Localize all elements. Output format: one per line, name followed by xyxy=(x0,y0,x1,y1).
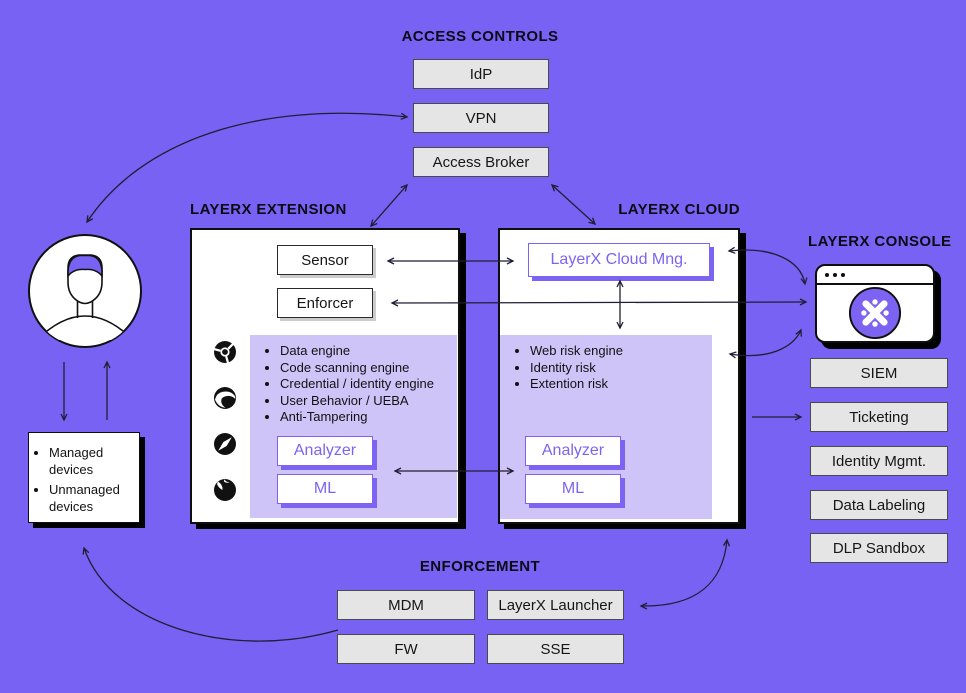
extension-engines-list: Data engine Code scanning engine Credent… xyxy=(264,343,470,426)
firefox-icon xyxy=(214,479,236,501)
node-access-broker: Access Broker xyxy=(413,147,549,177)
console-body xyxy=(817,285,933,341)
node-data-labeling: Data Labeling xyxy=(810,490,948,520)
access-controls-title: ACCESS CONTROLS xyxy=(401,28,559,45)
node-identity-mgmt: Identity Mgmt. xyxy=(810,446,948,476)
node-layerx-launcher: LayerX Launcher xyxy=(487,590,624,620)
extension-title: LAYERX EXTENSION xyxy=(190,201,347,218)
engine-item: Anti-Tampering xyxy=(280,409,470,426)
enforcement-title: ENFORCEMENT xyxy=(419,558,541,575)
node-mdm: MDM xyxy=(337,590,475,620)
node-extension-ml: ML xyxy=(277,474,373,504)
layerx-logo-icon xyxy=(848,286,902,340)
node-sse: SSE xyxy=(487,634,624,664)
window-dot-icon xyxy=(833,272,837,277)
window-dot-icon xyxy=(825,272,829,277)
user-avatar-icon xyxy=(28,234,142,348)
window-dot-icon xyxy=(841,272,845,277)
risk-item: Identity risk xyxy=(530,360,720,377)
node-ticketing: Ticketing xyxy=(810,402,948,432)
engine-item: User Behavior / UEBA xyxy=(280,393,470,410)
node-fw: FW xyxy=(337,634,475,664)
node-dlp-sandbox: DLP Sandbox xyxy=(810,533,948,563)
node-siem: SIEM xyxy=(810,358,948,388)
browser-icons-column xyxy=(212,339,238,503)
engine-item: Credential / identity engine xyxy=(280,376,470,393)
node-cloud-mng: LayerX Cloud Mng. xyxy=(528,243,710,277)
cloud-risks-list: Web risk engine Identity risk Extention … xyxy=(514,343,720,393)
node-cloud-ml: ML xyxy=(525,474,621,504)
risk-item: Extention risk xyxy=(530,376,720,393)
console-window-icon xyxy=(815,264,935,343)
arrow-cloudmng-console xyxy=(727,246,808,286)
node-cloud-analyzer: Analyzer xyxy=(525,436,621,466)
device-item: Managed devices xyxy=(49,445,135,478)
devices-list: Managed devices Unmanaged devices xyxy=(29,433,139,515)
node-vpn: VPN xyxy=(413,103,549,133)
risk-item: Web risk engine xyxy=(530,343,720,360)
device-item: Unmanaged devices xyxy=(49,482,135,515)
devices-box: Managed devices Unmanaged devices xyxy=(28,432,140,523)
cloud-title: LAYERX CLOUD xyxy=(618,201,740,218)
node-enforcer: Enforcer xyxy=(277,288,373,318)
edge-icon xyxy=(214,387,236,409)
console-title: LAYERX CONSOLE xyxy=(808,233,952,250)
node-idp: IdP xyxy=(413,59,549,89)
arrow-enforcement-devices xyxy=(82,546,339,642)
safari-icon xyxy=(214,433,236,455)
chrome-icon xyxy=(213,341,236,364)
arrow-extension-accessbroker xyxy=(370,183,408,228)
engine-item: Code scanning engine xyxy=(280,360,470,377)
node-extension-analyzer: Analyzer xyxy=(277,436,373,466)
arrow-launcher-cloud xyxy=(639,538,731,610)
engine-item: Data engine xyxy=(280,343,470,360)
console-titlebar xyxy=(817,266,933,285)
arrow-riskpanel-console xyxy=(728,328,802,359)
node-sensor: Sensor xyxy=(277,245,373,275)
